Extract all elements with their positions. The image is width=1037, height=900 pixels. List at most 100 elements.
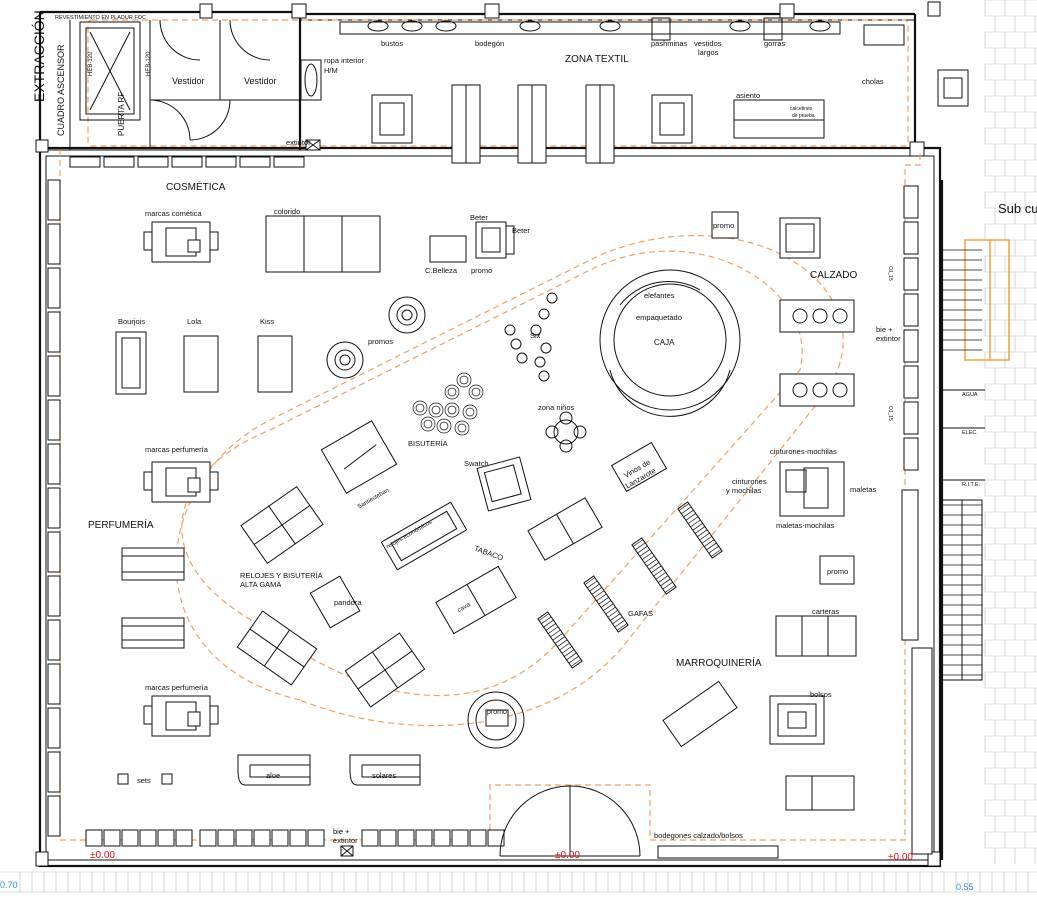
relojes-alta-label-1: RELOJES Y BISUTERÍA (240, 571, 323, 580)
shelf-top[interactable] (69, 156, 101, 168)
bisuteria-display (420, 416, 436, 432)
gafas-rack-slot (697, 529, 708, 538)
shelf-bottom[interactable] (397, 829, 415, 847)
bisuteria-display (412, 400, 428, 416)
gafas-rack-slot (690, 519, 701, 528)
bisuteria-display-inner (471, 387, 481, 397)
hm-label: H/M (324, 66, 338, 75)
shelf-bottom[interactable] (253, 829, 271, 847)
shelf-left[interactable] (47, 795, 61, 837)
shelf-left[interactable] (47, 619, 61, 661)
shelf-bottom[interactable] (433, 829, 451, 847)
shelf-top[interactable] (103, 156, 135, 168)
shelf-bottom[interactable] (121, 829, 139, 847)
textile-fixtures (305, 17, 969, 164)
shelf-right[interactable] (903, 365, 919, 399)
shelf-right[interactable] (903, 437, 919, 471)
shelf-bottom[interactable] (175, 829, 193, 847)
shelf-bottom[interactable] (487, 829, 505, 847)
shelf-left[interactable] (47, 443, 61, 485)
shelf-left[interactable] (47, 223, 61, 265)
swatch-label: Swatch (464, 459, 489, 468)
shelf-bottom[interactable] (451, 829, 469, 847)
shelf-bottom[interactable] (103, 829, 121, 847)
six-circle (538, 308, 550, 320)
elefantes-label: elefantes (644, 291, 675, 300)
shelf-bottom[interactable] (157, 829, 175, 847)
gafas-rack-slot (584, 577, 596, 585)
shelf-bottom[interactable] (289, 829, 307, 847)
gafas-rack[interactable] (677, 501, 723, 559)
shelf-right[interactable] (903, 257, 919, 291)
marcas-perfumeria-label-1: marcas perfumería (145, 445, 209, 454)
gafas-rack-slot (637, 545, 648, 554)
perfumeria-fixtures[interactable] (117, 461, 421, 786)
shelf-bottom[interactable] (271, 829, 289, 847)
shelf-bottom[interactable] (415, 829, 433, 847)
shelf-bottom[interactable] (217, 829, 235, 847)
shelf-right[interactable] (903, 185, 919, 219)
extraccion-label: EXTRACCIÓN (31, 10, 47, 102)
gafas-rack-slot (614, 619, 625, 628)
shelf-bottom[interactable] (469, 829, 487, 847)
promo-label-2: promo (713, 221, 734, 230)
pashminas-label: pashminas (651, 39, 688, 48)
extintor-label-2: extintor (876, 334, 901, 343)
cosmetics-fixtures[interactable] (115, 211, 821, 395)
aloe-label: aloe (266, 771, 280, 780)
shelf-left[interactable] (47, 179, 61, 221)
shelf-left[interactable] (47, 399, 61, 441)
elec-label: ELEC. (962, 430, 978, 436)
gafas-rack-slot (662, 581, 673, 590)
wall-shelves[interactable] (47, 156, 919, 847)
shelf-bottom[interactable] (85, 829, 103, 847)
gafas-rack[interactable] (583, 575, 629, 633)
gafas-rack-slot (557, 639, 568, 648)
shelf-left[interactable] (47, 267, 61, 309)
gafas-rack[interactable] (631, 537, 677, 595)
gafas-rack[interactable] (537, 611, 583, 669)
shelf-bottom[interactable] (139, 829, 157, 847)
entrance-door[interactable] (499, 785, 779, 859)
shelf-bottom[interactable] (307, 829, 325, 847)
shelf-left[interactable] (47, 575, 61, 617)
shelf-bottom[interactable] (361, 829, 379, 847)
bisuteria-display-inner (431, 405, 441, 415)
shelf-left[interactable] (47, 311, 61, 353)
shelf-left[interactable] (47, 663, 61, 705)
bisuteria-display (436, 418, 452, 434)
shelf-left[interactable] (47, 707, 61, 749)
shelf-top[interactable] (171, 156, 203, 168)
shelf-bottom[interactable] (379, 829, 397, 847)
bisuteria-display-inner (465, 407, 475, 417)
shelf-top[interactable] (239, 156, 271, 168)
bisuteria-display (444, 402, 460, 418)
rite-label: R.I.T.E. (962, 482, 981, 488)
shelf-right[interactable] (903, 221, 919, 255)
shelf-right[interactable] (903, 401, 919, 435)
shelf-top[interactable] (137, 156, 169, 168)
y-mochilas-label: y mochilas (726, 486, 762, 495)
shelf-right[interactable] (903, 329, 919, 363)
shelf-left[interactable] (47, 355, 61, 397)
six-circle (516, 352, 528, 364)
shelf-bottom[interactable] (199, 829, 217, 847)
shelf-left[interactable] (47, 751, 61, 793)
shelf-top[interactable] (273, 156, 305, 168)
gafas-rack-slot (568, 655, 579, 664)
bustos-label: bustos (381, 39, 403, 48)
beter-label-1: Beter (470, 213, 488, 222)
gafas-rack-slot (605, 606, 616, 615)
shelf-bottom[interactable] (235, 829, 253, 847)
shelf-left[interactable] (47, 487, 61, 529)
shelf-top[interactable] (205, 156, 237, 168)
gafas-rack-slot (692, 522, 703, 531)
gafas-rack-slot (552, 632, 563, 641)
central-fixtures[interactable] (236, 269, 933, 855)
gafas-rack-slot (708, 545, 719, 554)
shelf-left[interactable] (47, 531, 61, 573)
gafas-rack-slot (683, 509, 694, 518)
ascensor-area (79, 19, 322, 148)
shelf-right[interactable] (903, 293, 919, 327)
